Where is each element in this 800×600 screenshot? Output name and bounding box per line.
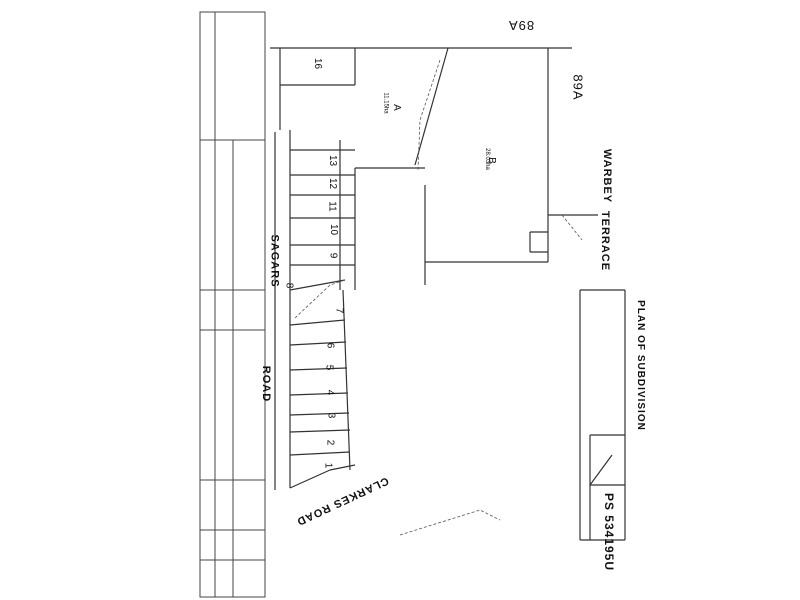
lot-label: A [390,104,402,111]
lot-label: 12 [327,177,339,190]
lot-label: 7 [333,307,345,314]
west-road-suffix: ROAD [260,365,273,403]
title-block [199,11,266,598]
lot-label: 9 [327,252,339,259]
lot-label: 4 [324,389,336,396]
lot-area: 28.03ha [483,148,490,170]
boundary-lines [270,47,626,541]
east-road-name: WARBEY [601,148,614,204]
plan-title: PLAN OF SUBDIVISION [634,300,646,431]
lot-label: 10 [328,223,340,236]
corner-label-top: 89A [508,18,535,33]
east-road-suffix: TERRACE [599,210,612,272]
lot-label: 16 [312,57,324,70]
easement-lines [294,59,583,536]
lot-label: 3 [325,412,337,419]
lot-label: 8 [283,282,295,289]
lot-label: 2 [324,439,336,446]
lot-area: 11.15ha [382,92,389,114]
lot-label: 13 [327,154,339,167]
lot-label: 1 [322,462,334,469]
lot-label: 5 [323,364,335,371]
plan-number: PS 534195U [602,492,617,572]
lot-label: 11 [326,201,338,212]
corner-label-right: 89A [570,74,586,101]
lot-label: 6 [324,342,336,349]
west-road-name: SAGARS [268,234,281,288]
